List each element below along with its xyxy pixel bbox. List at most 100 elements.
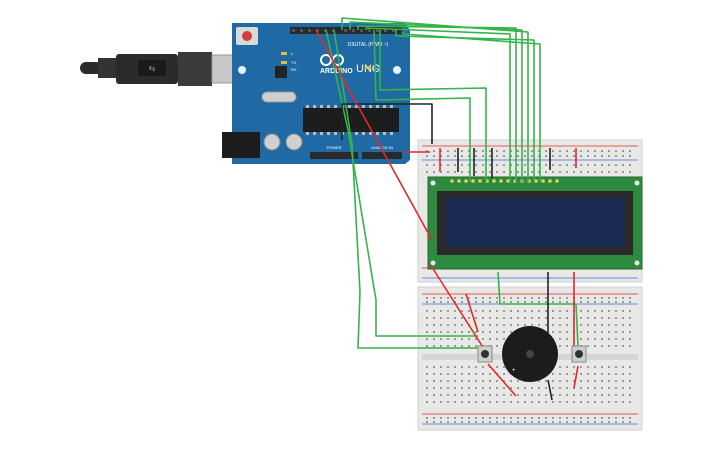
breadboard-hole[interactable] xyxy=(559,401,561,403)
breadboard-hole[interactable] xyxy=(601,301,603,303)
breadboard-hole[interactable] xyxy=(482,324,484,326)
breadboard-hole[interactable] xyxy=(615,417,617,419)
breadboard-hole[interactable] xyxy=(559,155,561,157)
breadboard-hole[interactable] xyxy=(566,345,568,347)
breadboard-hole[interactable] xyxy=(440,387,442,389)
breadboard-hole[interactable] xyxy=(475,155,477,157)
breadboard-hole[interactable] xyxy=(510,401,512,403)
breadboard-hole[interactable] xyxy=(440,366,442,368)
breadboard-hole[interactable] xyxy=(580,297,582,299)
breadboard-hole[interactable] xyxy=(545,301,547,303)
breadboard-hole[interactable] xyxy=(580,401,582,403)
breadboard-hole[interactable] xyxy=(461,155,463,157)
breadboard-hole[interactable] xyxy=(454,324,456,326)
breadboard-hole[interactable] xyxy=(573,401,575,403)
breadboard-hole[interactable] xyxy=(538,421,540,423)
breadboard-hole[interactable] xyxy=(552,310,554,312)
breadboard-hole[interactable] xyxy=(622,150,624,152)
breadboard-hole[interactable] xyxy=(587,310,589,312)
breadboard-hole[interactable] xyxy=(629,150,631,152)
breadboard-hole[interactable] xyxy=(629,338,631,340)
breadboard-hole[interactable] xyxy=(454,380,456,382)
breadboard-hole[interactable] xyxy=(580,331,582,333)
breadboard-hole[interactable] xyxy=(426,366,428,368)
breadboard-hole[interactable] xyxy=(440,345,442,347)
breadboard-hole[interactable] xyxy=(573,373,575,375)
breadboard-hole[interactable] xyxy=(482,310,484,312)
breadboard-hole[interactable] xyxy=(433,338,435,340)
breadboard-hole[interactable] xyxy=(608,345,610,347)
breadboard-hole[interactable] xyxy=(510,380,512,382)
breadboard-hole[interactable] xyxy=(503,310,505,312)
breadboard-hole[interactable] xyxy=(426,338,428,340)
breadboard-hole[interactable] xyxy=(629,324,631,326)
breadboard-hole[interactable] xyxy=(552,171,554,173)
breadboard-hole[interactable] xyxy=(629,164,631,166)
breadboard-hole[interactable] xyxy=(538,164,540,166)
breadboard-hole[interactable] xyxy=(503,150,505,152)
breadboard-hole[interactable] xyxy=(489,310,491,312)
breadboard-hole[interactable] xyxy=(531,394,533,396)
breadboard-hole[interactable] xyxy=(454,394,456,396)
breadboard-hole[interactable] xyxy=(461,380,463,382)
breadboard-hole[interactable] xyxy=(510,331,512,333)
breadboard-hole[interactable] xyxy=(629,366,631,368)
breadboard-hole[interactable] xyxy=(608,155,610,157)
breadboard-hole[interactable] xyxy=(475,345,477,347)
breadboard-hole[interactable] xyxy=(433,387,435,389)
breadboard-hole[interactable] xyxy=(559,324,561,326)
breadboard-hole[interactable] xyxy=(594,366,596,368)
breadboard-hole[interactable] xyxy=(468,401,470,403)
breadboard-hole[interactable] xyxy=(587,164,589,166)
breadboard-hole[interactable] xyxy=(461,301,463,303)
wires[interactable] xyxy=(315,17,579,401)
breadboard-hole[interactable] xyxy=(552,324,554,326)
breadboard-hole[interactable] xyxy=(580,310,582,312)
breadboard-hole[interactable] xyxy=(433,171,435,173)
breadboard-hole[interactable] xyxy=(622,417,624,419)
breadboard-hole[interactable] xyxy=(426,401,428,403)
breadboard-hole[interactable] xyxy=(538,394,540,396)
breadboard-hole[interactable] xyxy=(440,331,442,333)
breadboard-hole[interactable] xyxy=(580,301,582,303)
breadboard-hole[interactable] xyxy=(461,171,463,173)
breadboard-hole[interactable] xyxy=(496,317,498,319)
breadboard-hole[interactable] xyxy=(594,387,596,389)
breadboard-hole[interactable] xyxy=(468,297,470,299)
breadboard-hole[interactable] xyxy=(517,301,519,303)
breadboard-hole[interactable] xyxy=(461,345,463,347)
breadboard-hole[interactable] xyxy=(601,155,603,157)
breadboard-hole[interactable] xyxy=(426,310,428,312)
breadboard-hole[interactable] xyxy=(433,155,435,157)
breadboard-hole[interactable] xyxy=(475,373,477,375)
breadboard-hole[interactable] xyxy=(559,164,561,166)
breadboard-hole[interactable] xyxy=(587,366,589,368)
breadboard-hole[interactable] xyxy=(615,310,617,312)
breadboard-hole[interactable] xyxy=(440,394,442,396)
breadboard-hole[interactable] xyxy=(440,324,442,326)
breadboard-hole[interactable] xyxy=(447,317,449,319)
breadboard-hole[interactable] xyxy=(482,317,484,319)
breadboard-hole[interactable] xyxy=(531,164,533,166)
breadboard-hole[interactable] xyxy=(517,310,519,312)
breadboard-hole[interactable] xyxy=(433,421,435,423)
breadboard-hole[interactable] xyxy=(454,387,456,389)
breadboard-hole[interactable] xyxy=(587,373,589,375)
breadboard-hole[interactable] xyxy=(468,417,470,419)
breadboard-hole[interactable] xyxy=(552,164,554,166)
breadboard-hole[interactable] xyxy=(601,317,603,319)
breadboard-hole[interactable] xyxy=(538,417,540,419)
breadboard-hole[interactable] xyxy=(482,297,484,299)
breadboard-hole[interactable] xyxy=(468,331,470,333)
breadboard-hole[interactable] xyxy=(622,380,624,382)
breadboard-hole[interactable] xyxy=(615,297,617,299)
breadboard-hole[interactable] xyxy=(580,164,582,166)
breadboard-hole[interactable] xyxy=(440,164,442,166)
breadboard-hole[interactable] xyxy=(608,324,610,326)
breadboard-hole[interactable] xyxy=(559,338,561,340)
breadboard-hole[interactable] xyxy=(552,155,554,157)
breadboard-hole[interactable] xyxy=(580,317,582,319)
breadboard-hole[interactable] xyxy=(489,301,491,303)
breadboard-hole[interactable] xyxy=(440,150,442,152)
